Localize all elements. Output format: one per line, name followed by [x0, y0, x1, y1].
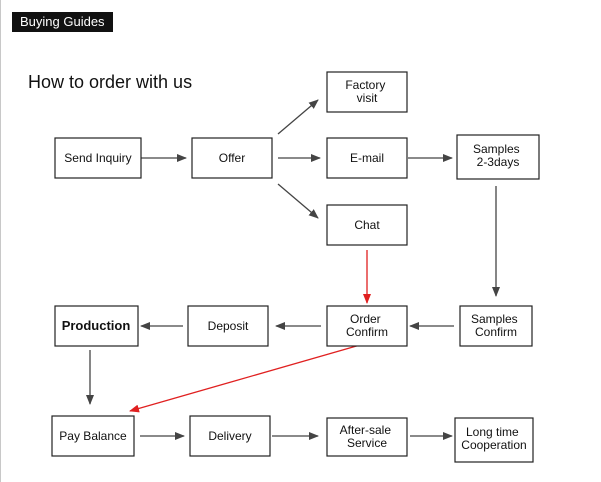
node-email: E-mail [326, 137, 408, 179]
node-factory-visit: Factory visit [326, 71, 408, 113]
left-border [0, 0, 1, 482]
node-samples: Samples 2-3days [456, 134, 540, 180]
node-offer-label: Offer [219, 151, 245, 165]
node-delivery: Delivery [189, 415, 271, 457]
node-production-label: Production [62, 318, 131, 333]
node-after-sale-service: After-sale Service [326, 417, 408, 457]
arrow-order-confirm-to-pay-balance [129, 344, 361, 413]
node-samples-label: Samples 2-3days [473, 142, 523, 169]
node-pay-balance: Pay Balance [51, 415, 135, 457]
node-order-confirm: Order Confirm [326, 305, 408, 347]
node-pay-balance-label: Pay Balance [59, 429, 127, 443]
node-samples-confirm-label: Samples Confirm [471, 312, 521, 339]
node-production: Production [54, 305, 139, 347]
node-order-confirm-label: Order Confirm [346, 312, 388, 339]
diagram-title: How to order with us [28, 72, 193, 92]
node-chat: Chat [326, 204, 408, 246]
node-after-sale-service-label: After-sale Service [340, 423, 395, 450]
node-offer: Offer [191, 137, 273, 179]
arrow-offer-to-factory-visit [277, 99, 319, 135]
node-long-time-cooperation: Long time Cooperation [454, 417, 534, 463]
node-deposit: Deposit [187, 305, 269, 347]
node-samples-confirm: Samples Confirm [459, 305, 533, 347]
node-send-inquiry-label: Send Inquiry [64, 151, 131, 165]
node-long-time-cooperation-label: Long time Cooperation [461, 425, 526, 452]
arrow-offer-to-chat [277, 183, 319, 219]
node-email-label: E-mail [350, 151, 384, 165]
node-chat-label: Chat [354, 218, 380, 232]
node-factory-visit-label: Factory visit [345, 78, 388, 105]
buying-guides-badge: Buying Guides [12, 12, 113, 32]
node-send-inquiry: Send Inquiry [54, 137, 142, 179]
node-delivery-label: Delivery [208, 429, 251, 443]
node-deposit-label: Deposit [208, 319, 249, 333]
